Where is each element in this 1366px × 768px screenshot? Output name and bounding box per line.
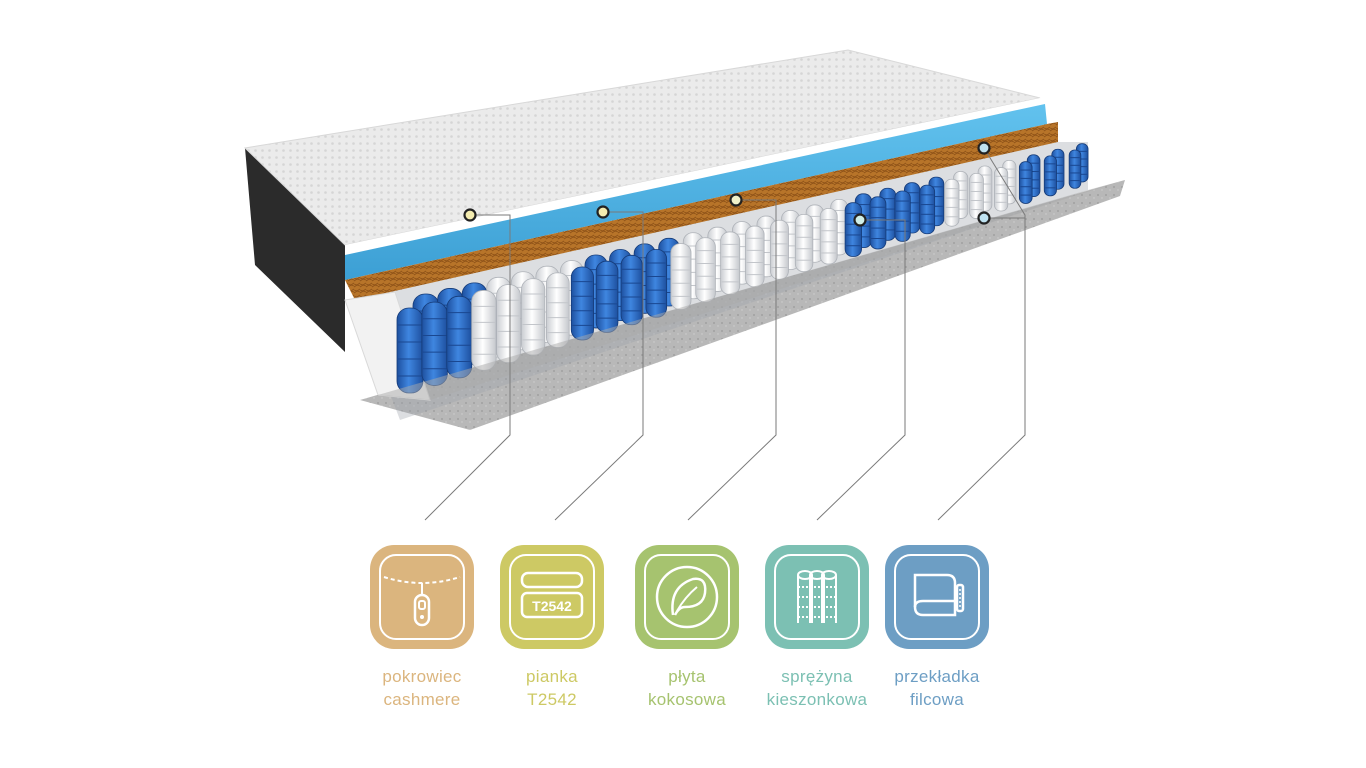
felt-pad-icon — [913, 573, 965, 617]
pocket-spring-white — [994, 167, 1009, 212]
pocket-spring-blue — [1043, 155, 1057, 197]
label-pianka-line1: pianka — [526, 667, 578, 686]
label-sprezyna: sprężyna kieszonkowa — [747, 665, 887, 711]
label-sprezyna-line1: sprężyna — [781, 667, 853, 686]
label-filc-line1: przekładka — [894, 667, 980, 686]
badge-pianka: T2542 — [500, 545, 604, 649]
label-sprezyna-line2: kieszonkowa — [766, 690, 868, 709]
marker-pianka — [596, 205, 610, 219]
label-cashmere-line1: pokrowiec — [382, 667, 462, 686]
zipper-icon — [383, 576, 461, 627]
marker-filc — [977, 141, 991, 155]
foam-board-icon — [520, 571, 584, 619]
label-cashmere-line2: cashmere — [383, 690, 461, 709]
pocket-spring-blue — [1068, 149, 1082, 189]
pocket-springs-icon — [797, 570, 837, 623]
label-pianka-line2: T2542 — [527, 690, 577, 709]
pocket-spring-white — [819, 208, 838, 265]
coconut-leaf-icon — [655, 565, 719, 629]
pocket-spring-white — [944, 178, 960, 227]
pocket-spring-white — [794, 213, 814, 273]
label-cashmere: pokrowiec cashmere — [352, 665, 492, 711]
badge-sprezyna — [765, 545, 869, 649]
label-kokos-line2: kokosowa — [648, 690, 726, 709]
label-kokos: płyta kokosowa — [617, 665, 757, 711]
label-filc-line2: filcowa — [909, 690, 965, 709]
label-filc: przekładka filcowa — [867, 665, 1007, 711]
pocket-spring-white — [969, 173, 984, 219]
badge-pianka-icon-text: T2542 — [532, 598, 572, 614]
pocket-spring-blue — [894, 190, 911, 242]
marker-kokos — [729, 193, 743, 207]
badge-filc — [885, 545, 989, 649]
badge-cashmere — [370, 545, 474, 649]
pocket-spring-blue — [869, 196, 887, 250]
label-pianka: pianka T2542 — [482, 665, 622, 711]
pocket-spring-blue — [1018, 161, 1033, 204]
marker-sprezyna — [853, 213, 867, 227]
pocket-spring-blue — [919, 184, 936, 235]
label-kokos-line1: płyta — [668, 667, 706, 686]
badge-kokos — [635, 545, 739, 649]
marker-cashmere — [463, 208, 477, 222]
marker-filc-lower — [977, 211, 991, 225]
